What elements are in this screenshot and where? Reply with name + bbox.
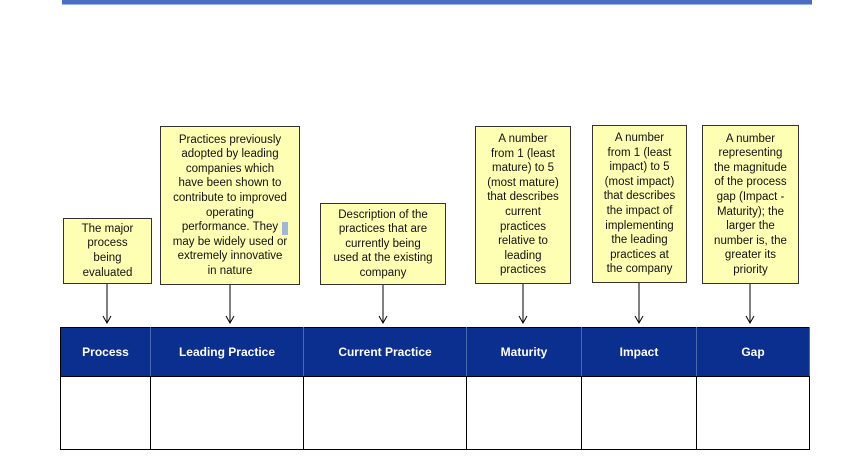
note-leading-practice: Practices previously adopted by leading … — [160, 126, 300, 285]
note-gap: A number representing the magnitude of t… — [702, 125, 799, 284]
gap-analysis-table: Process Leading Practice Current Practic… — [60, 327, 810, 450]
header-gap: Gap — [696, 327, 810, 377]
header-current-practice: Current Practice — [303, 327, 467, 377]
note-process: The major process being evaluated — [63, 218, 152, 284]
table-row — [60, 376, 810, 450]
cell-current-practice[interactable] — [303, 376, 467, 450]
cell-maturity[interactable] — [466, 376, 582, 450]
table-header-row: Process Leading Practice Current Practic… — [60, 327, 810, 377]
top-rule — [62, 0, 812, 5]
text-cursor-marker — [282, 222, 288, 235]
header-leading-practice: Leading Practice — [150, 327, 304, 377]
note-maturity: A number from 1 (least mature) to 5 (mos… — [475, 126, 571, 284]
header-impact: Impact — [581, 327, 697, 377]
header-process: Process — [60, 327, 151, 377]
cell-gap[interactable] — [696, 376, 810, 450]
header-maturity: Maturity — [466, 327, 582, 377]
cell-leading-practice[interactable] — [150, 376, 304, 450]
note-impact: A number from 1 (least impact) to 5 (mos… — [592, 125, 687, 283]
cell-impact[interactable] — [581, 376, 697, 450]
cell-process[interactable] — [60, 376, 151, 450]
note-current-practice: Description of the practices that are cu… — [320, 203, 446, 285]
